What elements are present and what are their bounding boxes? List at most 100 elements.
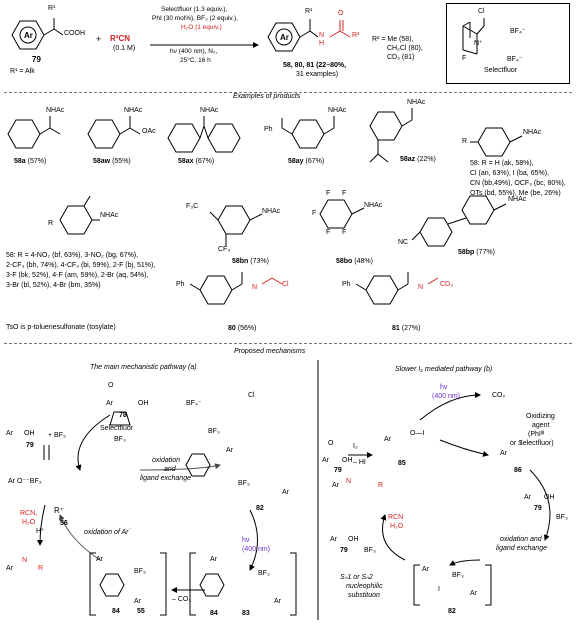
acid-r1-note: R¹ = Alk bbox=[10, 68, 35, 75]
58bn-nhac: NHAc bbox=[262, 208, 281, 215]
product-58ay-structure bbox=[281, 116, 335, 149]
selectfluor-bf4: BF₄⁻ bbox=[510, 28, 526, 35]
i82-ar: Ar bbox=[226, 447, 233, 454]
sn-line1: Sₙ1 or Sₙ2 bbox=[340, 574, 373, 581]
acid-r1-label: R¹ bbox=[48, 5, 56, 12]
i84-bf3: BF₃ bbox=[134, 568, 146, 575]
product-58aw-structure bbox=[87, 116, 141, 149]
selectfluor-reagent: Selectfluor bbox=[100, 425, 134, 432]
ox-agent-3: (PhIᴵᴵᴵ bbox=[528, 431, 545, 438]
product-58bo-structure bbox=[319, 199, 365, 229]
ox-label-2: ligand exchange bbox=[140, 475, 191, 482]
nm-label-right: (400 nm) bbox=[432, 393, 461, 400]
acid-79-structure bbox=[11, 18, 64, 50]
81-ph: Ph bbox=[342, 281, 351, 288]
58bn-cf3-top: F₃C bbox=[186, 203, 199, 210]
ox-agent-4: or Selectfluor) bbox=[510, 440, 554, 447]
80-n: N bbox=[252, 284, 258, 291]
arrow-photolysis bbox=[249, 509, 258, 571]
80-ph: Ph bbox=[176, 281, 185, 288]
product-ar-label: Ar bbox=[280, 33, 289, 42]
plus-bf3: + BF₃ bbox=[48, 432, 66, 439]
80-label: 80 (56%) bbox=[228, 325, 257, 332]
r82-ar-2: Ar bbox=[470, 590, 477, 597]
i82-bf3: BF₃ bbox=[238, 480, 250, 487]
c79-left-label: 79 bbox=[26, 442, 34, 449]
c84-label-2: 84 bbox=[210, 610, 218, 617]
mechanism-title: Proposed mechanisms bbox=[234, 348, 306, 355]
acid-79-right-o: O bbox=[328, 440, 334, 447]
product-r2-label: R² bbox=[352, 32, 360, 39]
amide-right-ar: Ar bbox=[332, 482, 339, 489]
i84-ar: Ar bbox=[96, 556, 103, 563]
58a-nhac: NHAc bbox=[46, 107, 65, 114]
bf3-reagent: BF₃ bbox=[114, 436, 126, 443]
r-list-2-line3: 3-F (bk, 52%), 4-F (am, 59%), 2-Br (aq, … bbox=[6, 272, 149, 279]
c78-ar: Ar bbox=[106, 400, 113, 407]
plus-sign: + bbox=[96, 34, 102, 44]
58bn-cf3-bot: CF₃ bbox=[218, 246, 231, 253]
i2-label: I₂ bbox=[353, 443, 358, 450]
58bo-f4: F bbox=[326, 229, 331, 236]
c55-label: 55 bbox=[137, 608, 145, 615]
c86-label: 86 bbox=[514, 467, 522, 474]
r2-line1: R² = Me (58), bbox=[372, 36, 414, 43]
58ay-nhac: NHAc bbox=[328, 107, 347, 114]
c78-label: 78 bbox=[119, 412, 127, 419]
81-n: N bbox=[418, 284, 424, 291]
58bo-f5: F bbox=[342, 229, 347, 236]
58aw-oac: OAc bbox=[142, 128, 156, 135]
h2o-label: H₂O bbox=[22, 519, 36, 526]
product-58ax-structure bbox=[167, 116, 241, 153]
cl-label: Cl bbox=[248, 392, 255, 399]
examples-title: Examples of products bbox=[233, 93, 301, 100]
products-label-2: 31 examples) bbox=[296, 71, 339, 78]
i83-ar: Ar bbox=[210, 556, 217, 563]
arrow-oxidation-ligand bbox=[139, 463, 221, 471]
oxle-right-1: oxidation and bbox=[500, 536, 542, 543]
c78-o: O bbox=[108, 382, 114, 389]
r-list-1-line2: Cl (an, 63%), I (ba, 65%), bbox=[470, 170, 549, 177]
product-58ak-structure bbox=[470, 127, 523, 157]
c79b-label: 79 bbox=[534, 505, 542, 512]
arrow-sn bbox=[380, 514, 406, 561]
58ay-label: 58ay (67%) bbox=[288, 158, 325, 165]
product-58a-structure bbox=[7, 116, 61, 149]
c86-ar: Ar bbox=[500, 450, 507, 457]
acid-79-right-oh: OH bbox=[342, 457, 353, 464]
r82-ar: Ar bbox=[422, 566, 429, 573]
r-list-2-line4: 3-Br (bl, 52%), 4-Br (bm, 35%) bbox=[6, 282, 101, 289]
sn-line2: nucleophilic bbox=[346, 583, 383, 590]
ox-ar-label: oxidation of Ar˙ bbox=[84, 529, 131, 536]
hv-label-left: hν bbox=[242, 537, 250, 544]
58a-label: 58a (57%) bbox=[14, 158, 47, 165]
iodane-bf3-label: BF₃ bbox=[208, 428, 220, 435]
tso-note: TsO is p-toluenesulfonate (tosylate) bbox=[6, 324, 116, 331]
co2-right: CO₂ bbox=[492, 392, 506, 399]
58ay-ph: Ph bbox=[264, 126, 273, 133]
product-80-structure bbox=[189, 272, 283, 305]
selectfluor-f: F bbox=[462, 55, 467, 62]
c82-label: 82 bbox=[256, 505, 264, 512]
nitrile-amount: (0.1 M) bbox=[113, 45, 136, 52]
oxle-right-2: ligand exchange bbox=[496, 545, 547, 552]
arrow-ox-ligand-right bbox=[449, 559, 481, 566]
acid-bf3-complex: Ar O⁻⁻BF₃ bbox=[8, 478, 42, 485]
reagents-line2: PhI (30 mol%), BF₃ (2 equiv.), bbox=[152, 15, 238, 22]
58bp-label: 58bp (77%) bbox=[458, 249, 495, 256]
selectfluor-name: Selectfluor bbox=[484, 67, 518, 74]
c79c-label: 79 bbox=[340, 547, 348, 554]
acid-ar-label: Ar bbox=[24, 31, 33, 40]
amide-right-r: R bbox=[378, 482, 384, 489]
acid-79b-oh: OH bbox=[544, 494, 555, 501]
58bp-nhac: NHAc bbox=[508, 196, 527, 203]
selectfluor-cl: Cl bbox=[478, 8, 485, 15]
ar-radical: Ar bbox=[134, 598, 141, 605]
c85-label: 85 bbox=[398, 460, 406, 467]
58ak-r: R bbox=[462, 138, 468, 145]
co2-loss: – CO₂ bbox=[172, 596, 192, 603]
conditions-line2: 25°C, 16 h bbox=[180, 57, 211, 64]
58bo-f1: F bbox=[326, 190, 331, 197]
product-n-label: N bbox=[319, 32, 325, 39]
selectfluor-bf4-2: BF₄⁻ bbox=[507, 56, 523, 63]
